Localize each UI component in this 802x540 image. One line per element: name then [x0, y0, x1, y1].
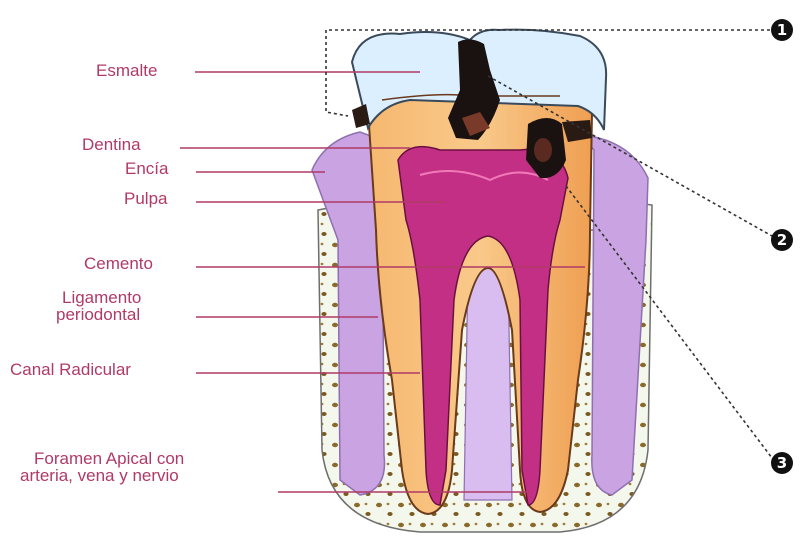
label-encia: Encía — [125, 160, 168, 177]
label-dentina: Dentina — [82, 136, 141, 153]
label-foramen-line1: Foramen Apical con — [34, 450, 184, 467]
label-ligamento-line1: Ligamento — [62, 289, 141, 306]
label-canal-radicular: Canal Radicular — [10, 361, 131, 378]
label-foramen-line2: arteria, vena y nervio — [20, 467, 179, 484]
label-cemento: Cemento — [84, 255, 153, 272]
marker-3: 3 — [771, 452, 793, 474]
label-esmalte: Esmalte — [96, 62, 157, 79]
label-pulpa: Pulpa — [124, 190, 167, 207]
marker-2: 2 — [771, 229, 793, 251]
label-ligamento-line2: periodontal — [56, 306, 140, 323]
marker-1: 1 — [771, 19, 793, 41]
